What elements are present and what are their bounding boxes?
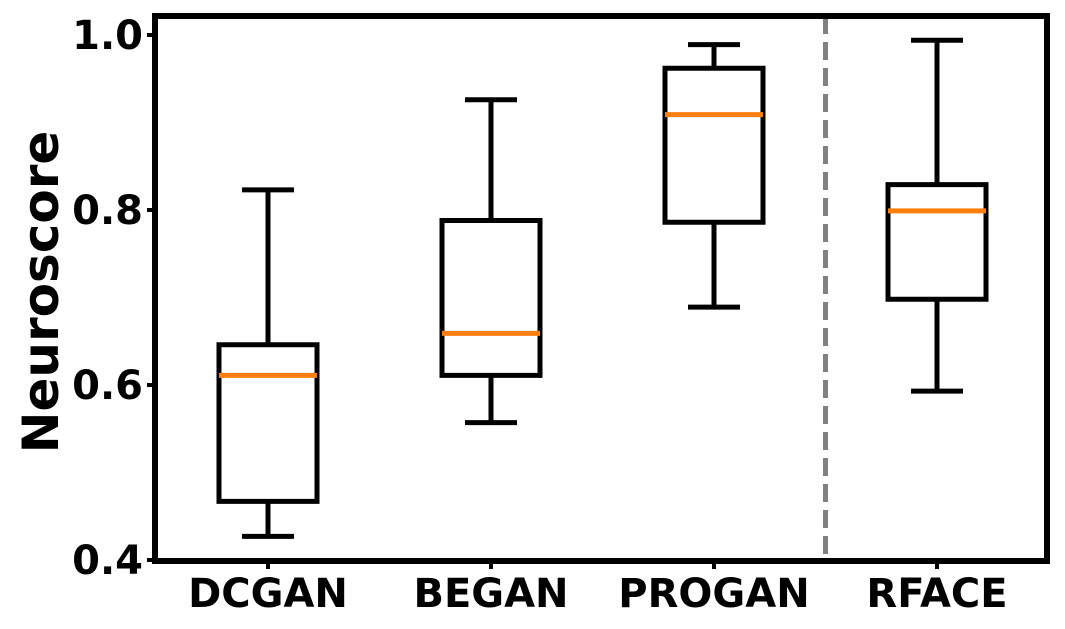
y-axis-label: Neuroscore: [12, 131, 70, 454]
iqr-box: [439, 218, 543, 378]
x-tick-label-progan: PROGAN: [618, 571, 809, 617]
box-progan: [662, 42, 766, 310]
plot-area: [216, 16, 989, 561]
x-axis-ticks: DCGAN BEGAN PROGAN RFACE: [188, 561, 1008, 617]
y-tick-label: 0.4: [72, 538, 143, 584]
box-dcgan: [216, 187, 320, 539]
x-tick-label-dcgan: DCGAN: [188, 571, 348, 617]
y-tick-label: 0.6: [72, 363, 143, 409]
y-axis-ticks: 0.4 0.6 0.8 1.0: [72, 13, 155, 584]
y-tick-label: 0.8: [72, 188, 143, 234]
box-rface: [885, 37, 989, 394]
y-tick-label: 1.0: [72, 13, 143, 59]
plot-frame: [152, 13, 1050, 564]
x-tick-label-began: BEGAN: [413, 571, 568, 617]
box-began: [439, 97, 543, 426]
x-tick-label-rface: RFACE: [866, 571, 1007, 617]
iqr-box: [662, 65, 766, 225]
iqr-box: [216, 342, 320, 504]
iqr-box: [885, 182, 989, 302]
